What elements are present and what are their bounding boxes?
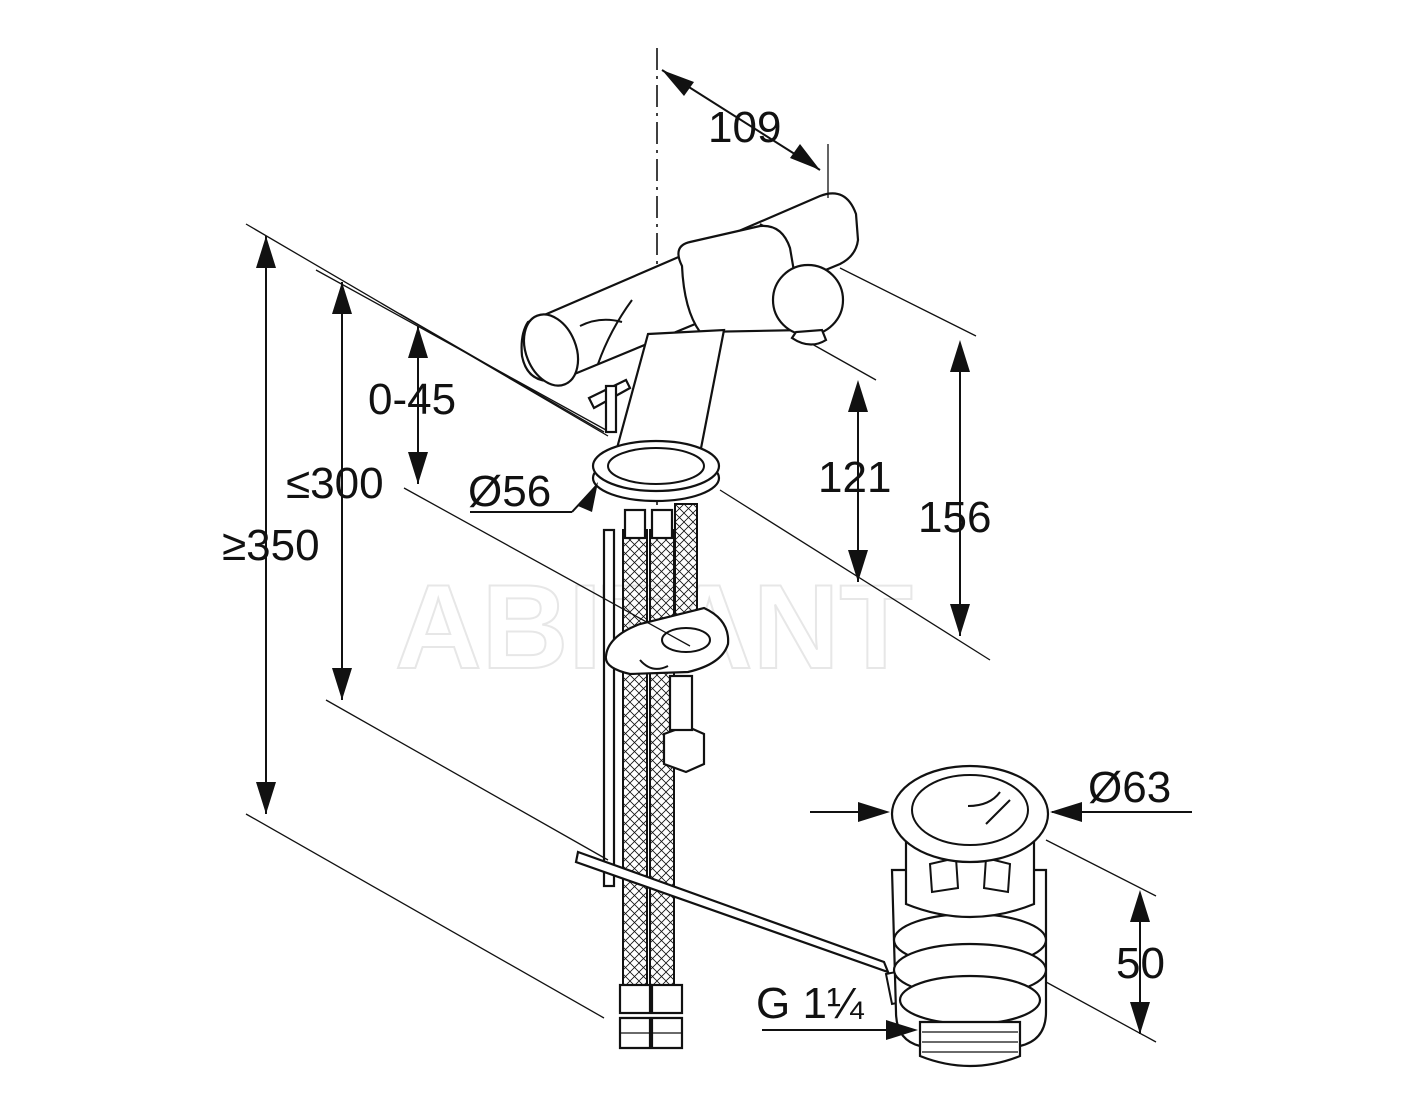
drain-cap (890, 764, 1050, 864)
label-mounting-diameter: Ø56 (468, 467, 551, 516)
label-drain-height: 50 (1116, 939, 1165, 988)
drain-thread (918, 1020, 1022, 1068)
label-min-under-sink-clearance: ≥350 (222, 521, 320, 570)
mounting-nut (662, 724, 706, 774)
supply-hoses (602, 503, 730, 1050)
base-flange (591, 439, 721, 493)
label-total-height: 156 (918, 493, 991, 542)
aerator (790, 328, 828, 346)
label-faucet-reach: 109 (708, 103, 781, 152)
label-max-deck-thickness: ≤300 (286, 459, 384, 508)
supply-hose-left (622, 529, 648, 993)
label-pop-up-travel: 0-45 (368, 375, 456, 424)
label-spout-height: 121 (818, 453, 891, 502)
dimension-labels: 109 121 156 0-45 ≤300 ≥350 Ø56 Ø63 50 G … (222, 103, 1171, 1028)
faucet-valve-knob (771, 263, 845, 337)
pop-up-linkage (574, 850, 890, 974)
drain-assembly (884, 764, 1050, 1068)
dimension-lines (245, 69, 1192, 1043)
hose-end-fittings (618, 983, 684, 1050)
faucet (520, 48, 860, 505)
faucet-handle-end-cap (522, 313, 580, 387)
pop-up-rod (587, 378, 632, 434)
mounting-washer (604, 606, 730, 676)
label-drain-thread: G 1¼ (756, 979, 865, 1028)
label-drain-diameter: Ø63 (1088, 763, 1171, 812)
